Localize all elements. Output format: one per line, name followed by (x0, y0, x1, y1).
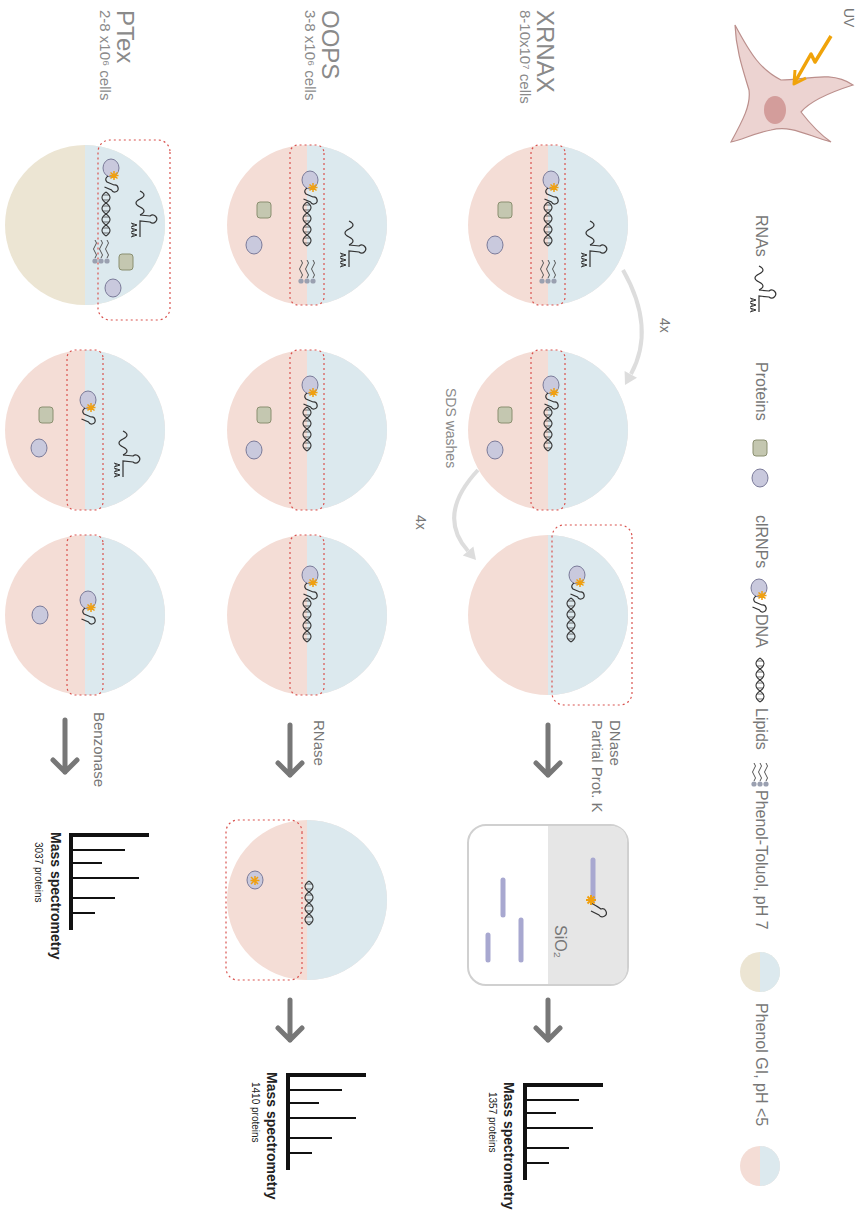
figure-label: XRNAX (531, 10, 559, 93)
figure-label: 8-10x10⁷ cells (517, 10, 534, 104)
figure-label: 1410 proteins (250, 1082, 262, 1143)
figure-label: DNase (607, 720, 624, 766)
legend-label: DNA (752, 614, 770, 648)
figure-label: Benzonase (91, 712, 108, 787)
legend-label: clRNPs (752, 515, 770, 568)
legend-label: Proteins (752, 362, 770, 421)
figure-label: 3037 proteins (33, 842, 45, 903)
legend-label: Phenol GI, pH <5 (752, 1003, 770, 1126)
figure-label: RNase (311, 720, 328, 766)
figure-label: 1357 proteins (487, 1092, 499, 1153)
figure-label: Mass spectrometry (48, 832, 64, 960)
figure-label: Partial Prot. K (589, 720, 606, 813)
figure-label: OOPS (316, 10, 344, 79)
figure-label: SDS washes (443, 388, 459, 468)
figure-label: SiO₂ (551, 925, 569, 958)
legend-label: Phenol-Toluol, pH 7 (752, 790, 770, 930)
figure-label: UV (841, 8, 857, 27)
figure-label: PTex (111, 10, 139, 63)
figure-label: Mass spectrometry (501, 1082, 517, 1210)
figure-label: 2-8 x10⁶ cells (97, 10, 114, 100)
figure-label: 4x (657, 318, 673, 333)
figure-label: 3-8 x10⁶ cells (302, 10, 319, 100)
legend-label: Lipids (752, 708, 770, 750)
figure-label: Mass spectrometry (264, 1072, 280, 1200)
legend-label: RNAs (752, 215, 770, 257)
figure-label: 4x (413, 515, 429, 530)
